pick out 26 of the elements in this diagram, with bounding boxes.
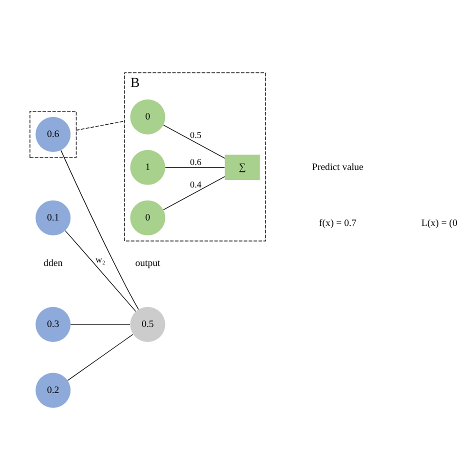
- connector: [64, 230, 136, 312]
- node-circle: 0: [130, 98, 165, 134]
- node-circle: 0.5: [130, 306, 165, 342]
- node-circle: 0.1: [35, 200, 70, 235]
- node-circle: 0.3: [35, 306, 70, 342]
- label: Predict value: [311, 161, 363, 172]
- node-circle: 0.6: [35, 116, 70, 152]
- edge-label: 0.6: [190, 156, 201, 166]
- label: f(x) = 0.7: [318, 218, 356, 229]
- edge-label: w₂: [95, 254, 105, 264]
- connector: [162, 124, 225, 158]
- connector: [162, 176, 225, 210]
- label: L(x) = (0: [420, 218, 457, 229]
- cluster: [29, 110, 76, 158]
- connector: [75, 120, 124, 130]
- connector: [164, 166, 224, 168]
- node-circle: 1: [130, 149, 165, 184]
- label: output: [134, 258, 160, 269]
- node-circle: 0.2: [35, 372, 70, 408]
- node-circle: 0: [130, 200, 165, 235]
- connector: [66, 334, 133, 380]
- node-box: ∑: [224, 154, 260, 180]
- edge-label: 0.4: [190, 178, 201, 189]
- edge-label: 0.5: [190, 130, 201, 140]
- connector: [60, 149, 138, 310]
- label: dden: [43, 258, 62, 269]
